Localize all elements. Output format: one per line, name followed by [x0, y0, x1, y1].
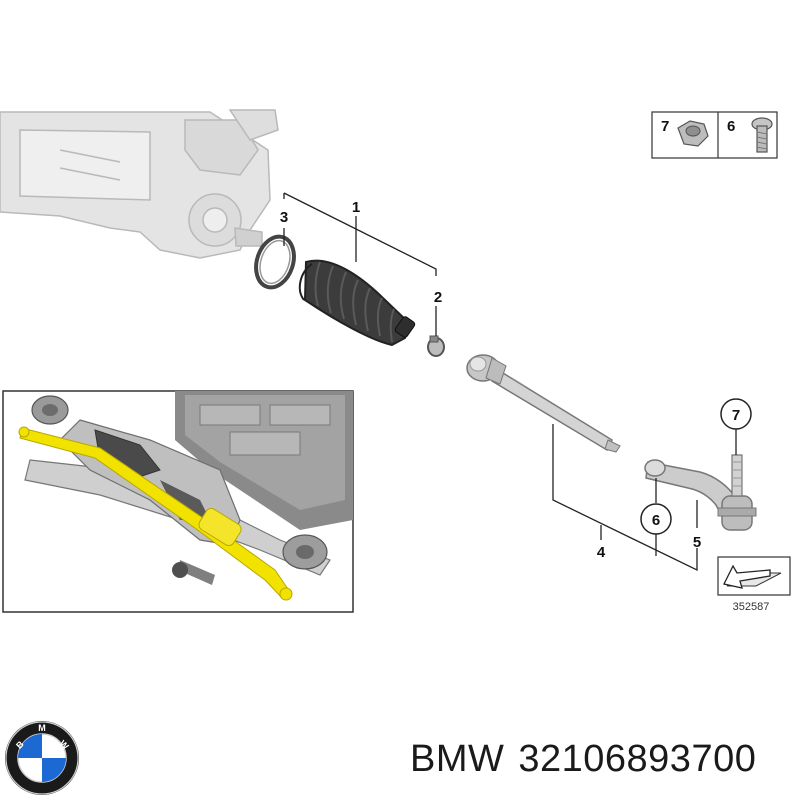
svg-text:M: M [38, 723, 46, 733]
part-number: 32106893700 [518, 738, 757, 780]
circled-callout-6: 6 [640, 503, 672, 535]
callout-3: 3 [280, 209, 288, 226]
callout-1: 1 [352, 199, 360, 216]
clip-ring-part [254, 234, 296, 290]
bmw-logo: B M W [5, 721, 79, 795]
callout-2: 2 [434, 289, 442, 306]
fastener-legend: 7 6 [651, 111, 778, 159]
steering-rack-ghost [0, 109, 279, 259]
bolt-icon [751, 117, 773, 153]
orientation-indicator [717, 556, 791, 596]
vehicle-location-inset [2, 390, 354, 613]
legend-bolt-label: 6 [727, 118, 735, 135]
bellows-boot-part [298, 259, 416, 347]
inner-tie-rod-part [466, 354, 621, 453]
reference-number: 352587 [733, 601, 770, 613]
part-caption: BMW 32106893700 [410, 738, 770, 781]
tie-rod-end-part [644, 454, 757, 531]
callout-5: 5 [693, 534, 701, 551]
brand-name: BMW [410, 738, 505, 780]
svg-text:6: 6 [652, 512, 660, 529]
callout-labels: 1 3 2 4 5 [280, 199, 701, 561]
nut-icon [677, 120, 709, 147]
callout-4: 4 [597, 544, 606, 561]
legend-nut-label: 7 [661, 118, 669, 135]
circled-callout-7: 7 [720, 398, 752, 430]
svg-text:7: 7 [732, 407, 740, 424]
leader-lines [283, 192, 737, 572]
direction-arrow-icon [723, 564, 771, 589]
small-clamp-part [427, 335, 445, 357]
